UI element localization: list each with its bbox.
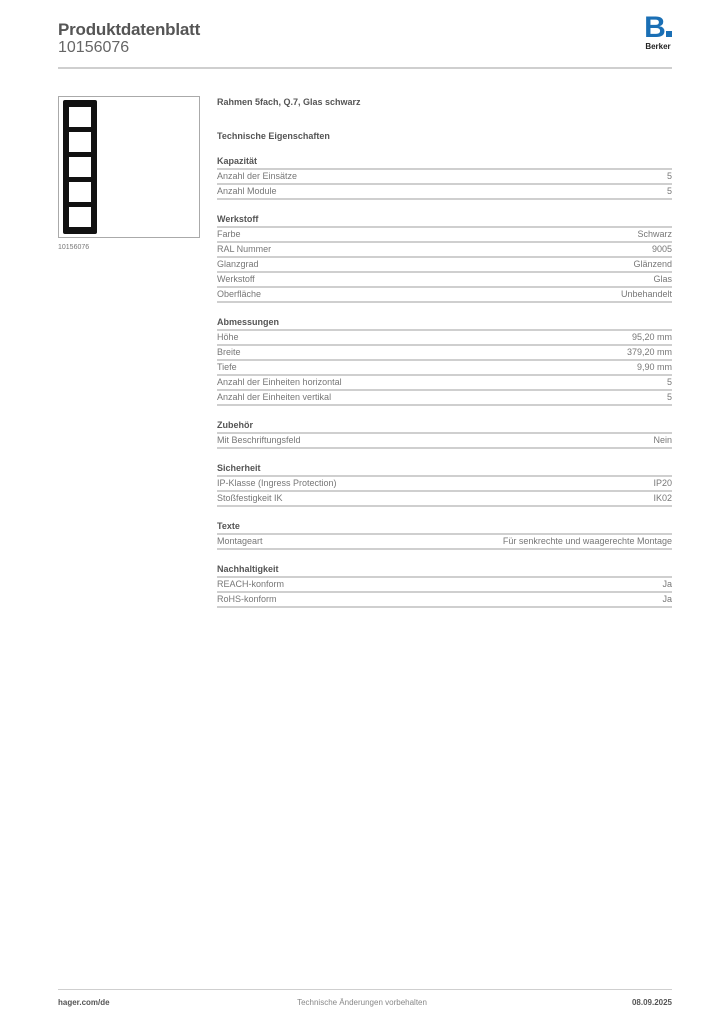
- spec-value: 9005: [651, 244, 672, 254]
- spec-label: Höhe: [217, 332, 239, 342]
- header-divider: [58, 67, 672, 69]
- spec-value: IP20: [653, 478, 672, 488]
- spec-row: Tiefe 9,90 mm: [217, 361, 672, 376]
- spec-row: Anzahl Module 5: [217, 185, 672, 200]
- spec-label: IP-Klasse (Ingress Protection): [217, 478, 337, 488]
- spec-label: Anzahl der Einsätze: [217, 171, 298, 181]
- spec-row: Anzahl der Einheiten horizontal 5: [217, 376, 672, 391]
- group-title: Zubehör: [217, 419, 672, 434]
- spec-value: 5: [666, 377, 672, 387]
- spec-label: Anzahl der Einheiten horizontal: [217, 377, 342, 387]
- specs-panel: Rahmen 5fach, Q.7, Glas schwarz Technisc…: [217, 96, 672, 608]
- spec-value: IK02: [653, 493, 672, 503]
- spec-label: Oberfläche: [217, 289, 262, 299]
- group-title: Texte: [217, 520, 672, 535]
- spec-value: Ja: [662, 594, 672, 604]
- spec-label: Montageart: [217, 536, 263, 546]
- spec-value: 379,20 mm: [626, 347, 672, 357]
- spec-row: Farbe Schwarz: [217, 228, 672, 243]
- group-title: Nachhaltigkeit: [217, 563, 672, 578]
- spec-label: RAL Nummer: [217, 244, 272, 254]
- spec-value: 5: [666, 392, 672, 402]
- logo-mark-icon: B: [640, 13, 676, 43]
- group-title: Sicherheit: [217, 462, 672, 477]
- spec-row: Breite 379,20 mm: [217, 346, 672, 361]
- footer-disclaimer: Technische Änderungen vorbehalten: [297, 998, 427, 1007]
- logo-text: Berker: [645, 42, 671, 51]
- spec-row: Mit Beschriftungsfeld Nein: [217, 434, 672, 449]
- spec-label: REACH-konform: [217, 579, 285, 589]
- spec-row: RAL Nummer 9005: [217, 243, 672, 258]
- frame-5-gang-icon: [63, 100, 97, 234]
- spec-row: Montageart Für senkrechte und waagerechte…: [217, 535, 672, 550]
- spec-label: Mit Beschriftungsfeld: [217, 435, 301, 445]
- spec-row: RoHS-konform Ja: [217, 593, 672, 608]
- spec-row: Höhe 95,20 mm: [217, 331, 672, 346]
- spec-label: RoHS-konform: [217, 594, 277, 604]
- footer-date: 08.09.2025: [631, 998, 672, 1007]
- document-header: Produktdatenblatt 10156076: [58, 20, 200, 57]
- group-title: Abmessungen: [217, 316, 672, 331]
- spec-value: 5: [666, 186, 672, 196]
- spec-row: IP-Klasse (Ingress Protection) IP20: [217, 477, 672, 492]
- footer-website-link[interactable]: hager.com/de: [58, 998, 110, 1007]
- spec-value: 9,90 mm: [636, 362, 672, 372]
- spec-value: Glas: [653, 274, 672, 284]
- berker-logo: B Berker: [640, 13, 676, 51]
- spec-label: Anzahl der Einheiten vertikal: [217, 392, 332, 402]
- spec-value: Unbehandelt: [620, 289, 672, 299]
- document-title: Produktdatenblatt: [58, 20, 201, 39]
- image-caption: 10156076: [58, 244, 90, 251]
- footer-divider: [58, 989, 672, 990]
- spec-row: Anzahl der Einheiten vertikal 5: [217, 391, 672, 406]
- spec-label: Werkstoff: [217, 274, 255, 284]
- spec-row: Oberfläche Unbehandelt: [217, 288, 672, 303]
- spec-value: Ja: [662, 579, 672, 589]
- product-name: Rahmen 5fach, Q.7, Glas schwarz: [217, 97, 361, 107]
- group-title: Werkstoff: [217, 213, 672, 228]
- spec-row: Werkstoff Glas: [217, 273, 672, 288]
- spec-row: Stoßfestigkeit IK IK02: [217, 492, 672, 507]
- spec-row: REACH-konform Ja: [217, 578, 672, 593]
- spec-value: Für senkrechte und waagerechte Montage: [502, 536, 672, 546]
- spec-label: Glanzgrad: [217, 259, 259, 269]
- section-title: Technische Eigenschaften: [217, 131, 330, 141]
- spec-row: Glanzgrad Glänzend: [217, 258, 672, 273]
- spec-value: Glänzend: [633, 259, 672, 269]
- spec-row: Anzahl der Einsätze 5: [217, 170, 672, 185]
- spec-label: Breite: [217, 347, 241, 357]
- spec-value: 5: [666, 171, 672, 181]
- spec-value: Schwarz: [637, 229, 672, 239]
- spec-label: Tiefe: [217, 362, 237, 372]
- product-image: [58, 96, 200, 238]
- spec-label: Stoßfestigkeit IK: [217, 493, 283, 503]
- spec-value: 95,20 mm: [631, 332, 672, 342]
- spec-label: Anzahl Module: [217, 186, 277, 196]
- group-title: Kapazität: [217, 155, 672, 170]
- spec-label: Farbe: [217, 229, 241, 239]
- spec-value: Nein: [653, 435, 672, 445]
- article-number: 10156076: [58, 39, 130, 56]
